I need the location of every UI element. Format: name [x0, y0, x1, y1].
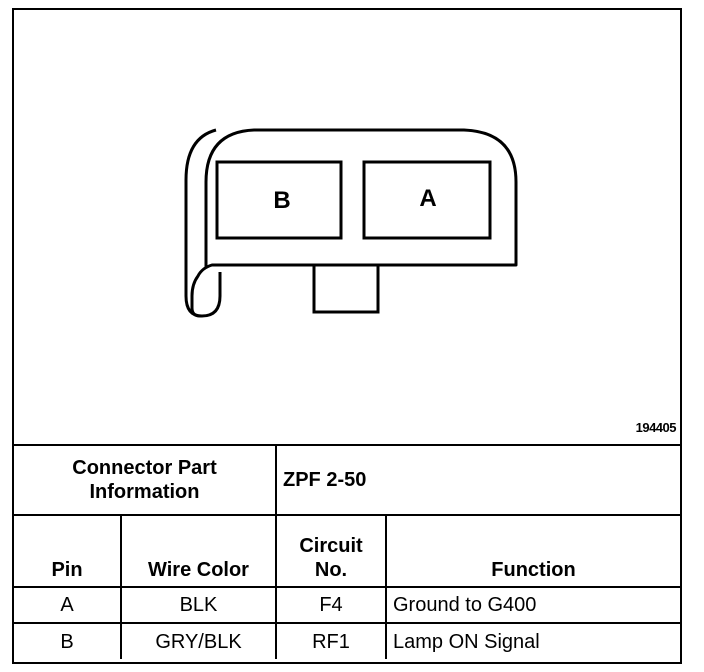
row-function: Lamp ON Signal [384, 622, 681, 659]
connector-info-label: Connector Part Information [14, 444, 277, 516]
connector-drawing-area: B A 194405 [14, 10, 680, 444]
row-wire-color: BLK [120, 586, 277, 624]
connector-pin-table: Connector Part Information ZPF 2-50 Pin … [14, 444, 681, 659]
table-header-row: Pin Wire Color Circuit No. Function [14, 514, 681, 588]
row-circuit: RF1 [275, 622, 387, 659]
header-wire-color: Wire Color [120, 514, 277, 588]
connector-key-tab [312, 265, 380, 314]
row-wire-color: GRY/BLK [120, 622, 277, 659]
connector-info-label-line2: Information [89, 481, 200, 503]
header-circuit-no: Circuit No. [275, 514, 387, 588]
table-row: B GRY/BLK RF1 Lamp ON Signal [14, 622, 681, 659]
connector-housing-outline [190, 128, 518, 318]
header-function: Function [384, 514, 681, 588]
cavity-a-label: A [419, 185, 436, 212]
header-circuit-line2: No. [314, 559, 348, 581]
connector-info-label-line1: Connector Part [72, 457, 217, 479]
table-row: A BLK F4 Ground to G400 [14, 586, 681, 624]
row-pin: B [14, 622, 122, 659]
cavity-b-outline [215, 160, 343, 240]
cavity-a-outline [362, 160, 492, 240]
connector-part-number: ZPF 2-50 [274, 444, 681, 516]
drawing-id: 194405 [635, 420, 677, 435]
cavity-b-label: B [273, 187, 290, 214]
header-pin: Pin [14, 514, 122, 588]
connector-face-drawing: B A [184, 128, 518, 318]
connector-info-row: Connector Part Information ZPF 2-50 [14, 444, 681, 516]
header-circuit-line1: Circuit [299, 535, 363, 557]
diagram-frame: B A 194405 Connector Part Information ZP… [12, 8, 682, 664]
row-pin: A [14, 586, 122, 624]
connector-latch-ear [184, 128, 222, 318]
row-circuit: F4 [275, 586, 387, 624]
row-function: Ground to G400 [384, 586, 681, 624]
